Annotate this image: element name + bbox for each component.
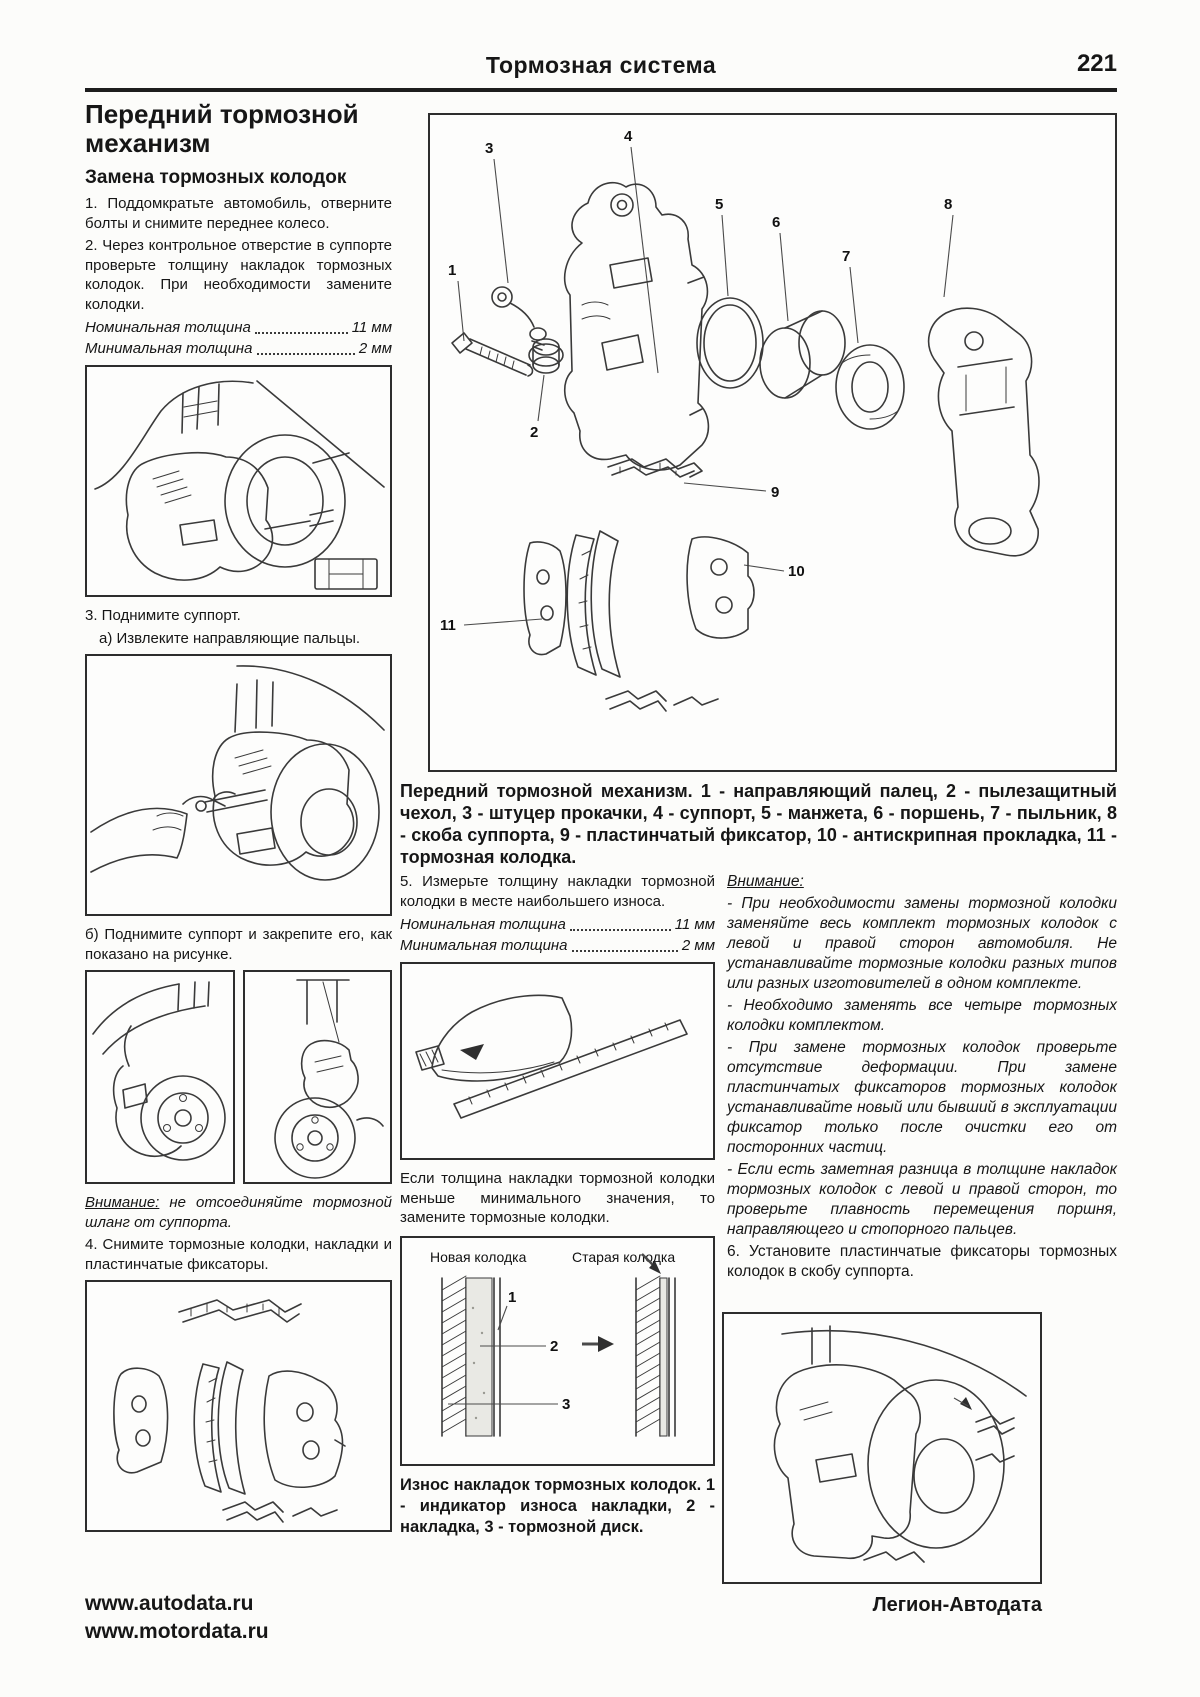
spec-label: Номинальная толщина bbox=[400, 916, 566, 933]
dotted-leader bbox=[254, 332, 348, 334]
spec-value: 11 мм bbox=[674, 916, 715, 933]
step-4: 4. Снимите тормозные колодки, накладки и… bbox=[85, 1236, 392, 1273]
figure-pad-wear: Новая колодка Старая колодка 1 2 3 bbox=[400, 1235, 715, 1466]
attention-label: Внимание: bbox=[727, 873, 804, 890]
step-1: 1. Поддомкратьте автомобиль, отверните б… bbox=[85, 195, 392, 232]
spec-value: 11 мм bbox=[351, 319, 392, 336]
warning-item-1: - При необходимости замены тормозной кол… bbox=[727, 895, 1117, 992]
warning-text: не отсоединяйте тормозной шланг от суппо… bbox=[85, 1194, 392, 1231]
figure-install-retainers bbox=[722, 1312, 1042, 1584]
step-2: 2. Через контрольное отверстие в суппорт… bbox=[85, 237, 392, 313]
callout-10: 10 bbox=[788, 563, 805, 580]
lift-caliper-b-drawing bbox=[273, 979, 384, 1179]
site-autodata: www.autodata.ru bbox=[85, 1592, 254, 1615]
wear-callout-1: 1 bbox=[508, 1289, 516, 1306]
spec-value: 2 мм bbox=[681, 937, 715, 954]
middle-column: 5. Измерьте толщину накладки тормозной к… bbox=[400, 872, 715, 1538]
warning-item-4: - Если есть заметная разница в толщине н… bbox=[727, 1161, 1117, 1238]
old-pad-label: Старая колодка bbox=[572, 1249, 675, 1265]
callout-3: 3 bbox=[485, 140, 493, 157]
pads-clips-drawing bbox=[113, 1299, 346, 1523]
lift-caliper-a-drawing bbox=[92, 981, 226, 1161]
step-3: 3. Поднимите суппорт. bbox=[85, 607, 241, 624]
wear-caption: Износ накладок тормозных колодок. 1 - ин… bbox=[400, 1475, 715, 1536]
callout-2: 2 bbox=[530, 424, 538, 441]
step-3a: а) Извлеките направляющие пальцы. bbox=[99, 629, 361, 647]
spec-min-thickness: Минимальная толщина 2 мм bbox=[400, 935, 715, 956]
install-retainers-drawing bbox=[773, 1325, 1027, 1563]
measure-pad-drawing bbox=[415, 994, 688, 1119]
right-column: Внимание: - При необходимости замены тор… bbox=[727, 872, 1117, 1285]
figure-lift-caliper-a bbox=[85, 970, 235, 1184]
wear-callout-2: 2 bbox=[550, 1338, 558, 1355]
figure-caliper-inspection bbox=[85, 365, 392, 597]
wear-callout-3: 3 bbox=[562, 1396, 570, 1413]
callout-1: 1 bbox=[448, 262, 456, 279]
site-motordata: www.motordata.ru bbox=[85, 1620, 269, 1643]
callout-6: 6 bbox=[772, 214, 780, 231]
left-column: Передний тормозной механизм Замена тормо… bbox=[85, 100, 392, 1541]
spec-nominal-thickness: Номинальная толщина 11 мм bbox=[85, 317, 392, 338]
section-title: Передний тормозной механизм bbox=[85, 99, 359, 158]
front-brake-exploded-drawing: 3 4 1 2 5 6 7 8 9 10 11 bbox=[440, 128, 1040, 712]
spec-label: Минимальная толщина bbox=[85, 340, 253, 357]
spec-label: Минимальная толщина bbox=[400, 937, 568, 954]
figure-extract-guide-pins bbox=[85, 654, 392, 916]
callout-7: 7 bbox=[842, 248, 850, 265]
step-5: 5. Измерьте толщину накладки тормозной к… bbox=[400, 873, 715, 910]
exploded-caption: Передний тормозной механизм. 1 - направл… bbox=[400, 781, 1117, 867]
dotted-leader bbox=[569, 929, 671, 931]
publisher-name: Легион-Автодата bbox=[872, 1594, 1042, 1616]
figure-pads-and-clips bbox=[85, 1280, 392, 1532]
page-number: 221 bbox=[1076, 50, 1117, 77]
warning-item-3: - При замене тормозных колодок проверьте… bbox=[727, 1039, 1117, 1156]
guide-pins-drawing bbox=[90, 665, 385, 881]
callout-5: 5 bbox=[715, 196, 723, 213]
footer-sites: www.autodata.ru www.motordata.ru bbox=[85, 1590, 269, 1646]
callout-8: 8 bbox=[944, 196, 952, 213]
section-subtitle: Замена тормозных колодок bbox=[85, 167, 347, 188]
spec-value: 2 мм bbox=[358, 340, 392, 357]
warning-note: Внимание: не отсоединяйте тормозной шлан… bbox=[85, 1193, 392, 1232]
dotted-leader bbox=[571, 950, 678, 952]
exploded-caption-block: Передний тормозной механизм. 1 - направл… bbox=[400, 780, 1117, 868]
dotted-leader bbox=[256, 353, 355, 355]
figure-front-brake-exploded: 3 4 1 2 5 6 7 8 9 10 11 bbox=[428, 113, 1117, 772]
page-title: Тормозная система bbox=[485, 52, 717, 78]
warning-item-2: - Необходимо заменять все четыре тормозн… bbox=[727, 997, 1117, 1034]
callout-9: 9 bbox=[771, 484, 779, 501]
callout-11: 11 bbox=[440, 617, 456, 634]
caliper-inspection-drawing bbox=[94, 380, 385, 590]
spec-label: Номинальная толщина bbox=[85, 319, 251, 336]
warning-label: Внимание: bbox=[85, 1194, 160, 1211]
callout-4: 4 bbox=[624, 128, 633, 145]
new-pad-label: Новая колодка bbox=[430, 1249, 527, 1265]
spec-min-thickness: Минимальная толщина 2 мм bbox=[85, 338, 392, 359]
spec-nominal-thickness: Номинальная толщина 11 мм bbox=[400, 914, 715, 935]
figure-lift-caliper-b bbox=[242, 970, 392, 1184]
step-6: 6. Установите пластинчатые фиксаторы тор… bbox=[727, 1243, 1117, 1280]
pad-wear-drawing: Новая колодка Старая колодка 1 2 3 bbox=[430, 1249, 676, 1437]
figure-measure-pad bbox=[400, 962, 715, 1160]
pad-replace-note: Если толщина накладки тормозной колодки … bbox=[400, 1170, 715, 1226]
attention-heading: Внимание: bbox=[727, 872, 1117, 892]
step-3b: б) Поднимите суппорт и закрепите его, ка… bbox=[85, 926, 392, 963]
figure-lift-caliper-panels bbox=[85, 970, 392, 1184]
header-rule bbox=[85, 88, 1117, 92]
